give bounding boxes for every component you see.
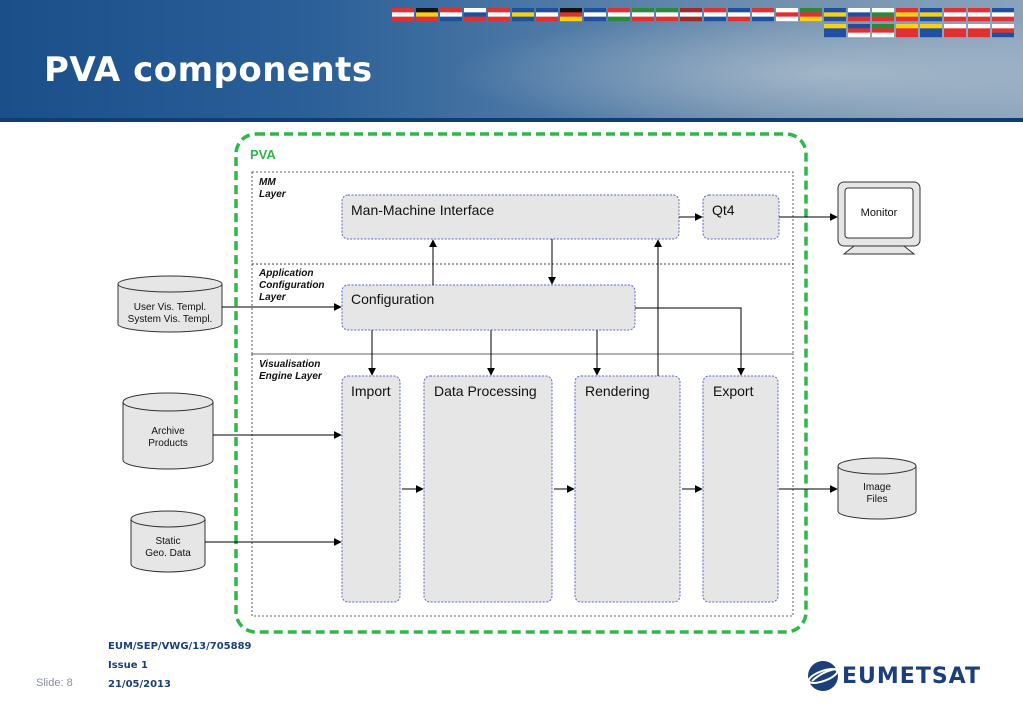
export-box [702, 375, 779, 603]
monitor-icon [837, 181, 921, 255]
arrow-config-to-export [635, 307, 745, 376]
config-layer-label-line2: Configuration [259, 280, 325, 291]
data-processing-label: Data Processing [434, 383, 537, 399]
slide-number: Slide: 8 [36, 677, 73, 689]
templates-label-line2: System Vis. Templ. [128, 314, 213, 325]
pva-container-label: PVA [250, 147, 276, 162]
static-geo-cylinder [130, 510, 206, 573]
footer-date: 21/05/2013 [108, 679, 171, 690]
mm-layer-label-line2: Layer [259, 189, 287, 200]
monitor-label: Monitor [861, 207, 898, 219]
pva-container-border [234, 132, 808, 634]
header-banner [0, 0, 1023, 122]
member-state-flags [392, 8, 1014, 38]
eumetsat-logo-icon [807, 661, 839, 691]
data-processing-box [423, 375, 553, 603]
templates-label-line1: User Vis. Templ. [134, 302, 206, 313]
qt4-label: Qt4 [712, 202, 735, 218]
mm-layer-label-line1: MM [259, 177, 276, 188]
mm-layer-frame [251, 171, 794, 265]
image-files-cylinder [837, 457, 917, 520]
rendering-label: Rendering [585, 383, 650, 399]
mmi-label: Man-Machine Interface [351, 202, 494, 218]
archive-cylinder [122, 392, 214, 470]
static-geo-label-line2: Geo. Data [145, 548, 191, 559]
image-files-label-line2: Files [866, 494, 887, 505]
config-layer-label-line3: Layer [259, 292, 287, 303]
footer-issue: Issue 1 [108, 660, 148, 671]
import-box [341, 375, 401, 603]
rendering-box [574, 375, 681, 603]
image-files-label-line1: Image [863, 482, 891, 493]
static-geo-label-line1: Static [155, 536, 180, 547]
engine-layer-label-line2: Engine Layer [259, 371, 323, 382]
pva-components-diagram: PVA MM Layer Application Configuration L… [114, 126, 924, 636]
archive-label-line1: Archive [151, 426, 185, 437]
banner-divider [0, 118, 1023, 122]
configuration-box [341, 284, 636, 331]
engine-layer-frame [251, 353, 794, 617]
engine-layer-label-line1: Visualisation [259, 359, 320, 370]
footer-doc-ref: EUM/SEP/VWG/13/705889 [108, 641, 252, 652]
diagram-area: PVA MM Layer Application Configuration L… [114, 126, 924, 636]
export-label: Export [713, 383, 754, 399]
import-label: Import [351, 383, 391, 399]
page-title: PVA components [44, 50, 373, 90]
config-layer-frame [251, 263, 794, 355]
archive-label-line2: Products [148, 438, 187, 449]
templates-cylinder [117, 275, 223, 333]
eumetsat-logo-text: EUMETSAT [842, 664, 981, 689]
config-layer-label-line1: Application [258, 268, 313, 279]
configuration-label: Configuration [351, 291, 434, 307]
